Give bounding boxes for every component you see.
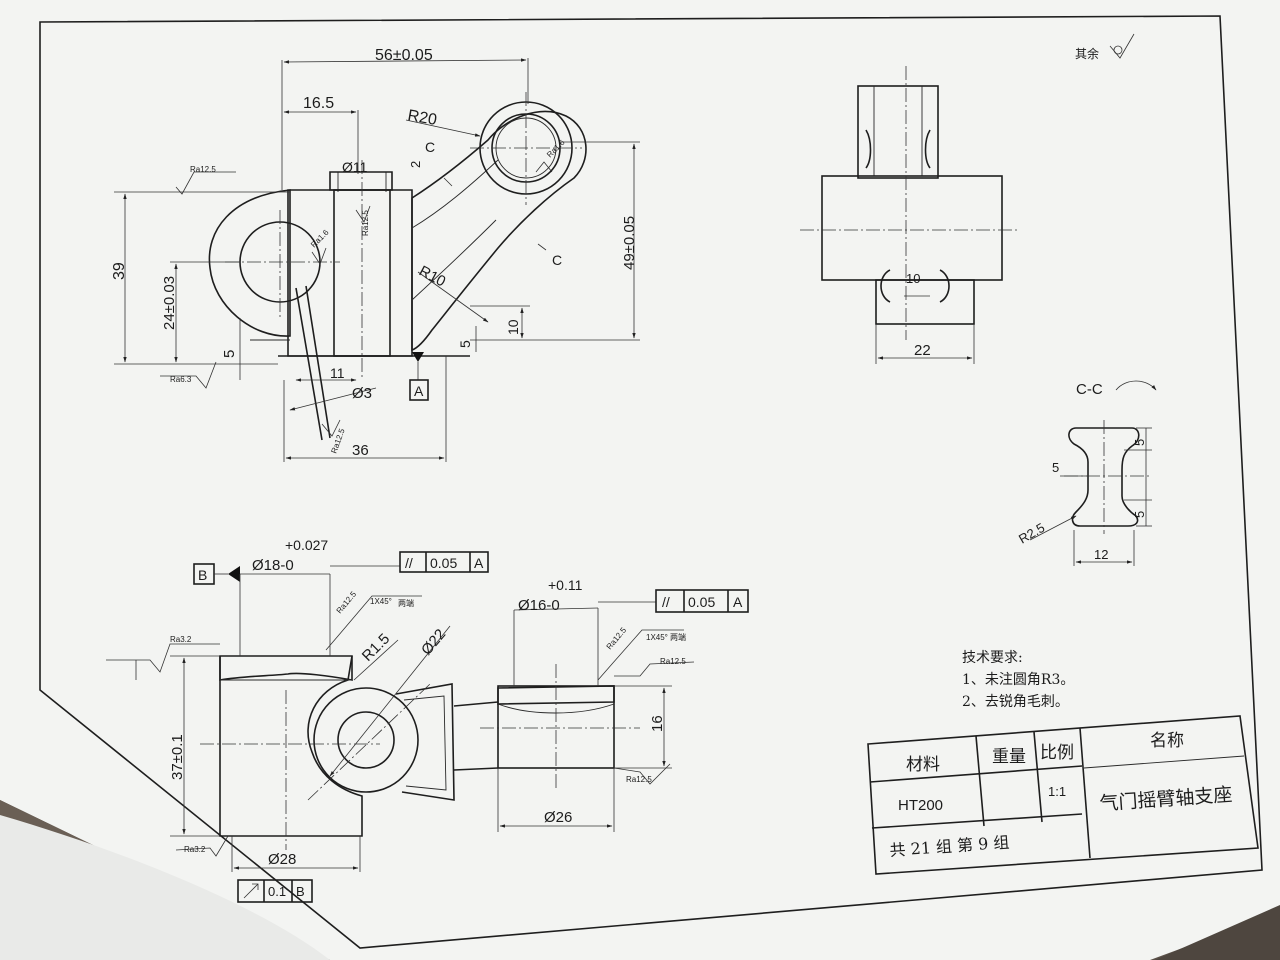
title-scale: 1:1 xyxy=(1048,784,1066,799)
title-block: 材料 重量 比例 名称 HT200 1:1 气门摇臂轴支座 共 21 组 第 9… xyxy=(867,715,1259,875)
parallel-symbol-2: // xyxy=(662,594,670,610)
parallel-ref-2: A xyxy=(733,594,743,610)
dim-phi26: Ø26 xyxy=(544,809,572,826)
dim-39: 39 xyxy=(111,262,128,280)
chamfer-right: 1X45° xyxy=(646,633,668,642)
dim-phi28: Ø28 xyxy=(268,851,296,868)
dim-10: 10 xyxy=(505,319,521,335)
both-ends-left: 两端 xyxy=(398,598,414,608)
section-title: C-C xyxy=(1076,381,1103,398)
rough-other-label: 其余 xyxy=(1075,46,1099,61)
rough-bottom-right-bottom: Ra12.5 xyxy=(626,775,652,784)
notes-line-1: 1、未注圆角R3。 xyxy=(962,672,1074,688)
dim-phi16: Ø16-0 xyxy=(518,597,560,614)
dim-24: 24±0.03 xyxy=(161,276,178,330)
title-name-header: 名称 xyxy=(1150,731,1184,751)
parallel-value-1: 0.05 xyxy=(430,555,457,571)
tol-phi18: +0.027 xyxy=(285,537,328,553)
dim-phi3: Ø3 xyxy=(352,385,372,402)
datum-b: B xyxy=(198,567,207,583)
dim-11: 11 xyxy=(330,365,345,381)
dim-36: 36 xyxy=(352,442,369,459)
rough-front-bottom: Ra6.3 xyxy=(170,375,192,384)
section-dim-12: 12 xyxy=(1094,547,1108,562)
bottom-view: B Ø18-0 +0.027 // 0.05 A 1X45° 两端 Ra12.5… xyxy=(106,537,749,903)
dim-16: 16 xyxy=(649,715,666,732)
chamfer-left: 1X45° xyxy=(370,597,392,606)
dim-56: 56±0.05 xyxy=(375,47,433,64)
title-weight-header: 重量 xyxy=(992,747,1026,767)
rough-front-bore: Ra12.5 xyxy=(361,210,370,236)
runout-ref: B xyxy=(296,884,305,899)
runout-value: 0.1 xyxy=(268,884,286,899)
section-dim-5-top: 5 xyxy=(1132,439,1147,446)
notes-line-2: 2、去锐角毛刺。 xyxy=(962,694,1069,710)
dim-2: 2 xyxy=(408,161,423,168)
section-dim-5-bottom: 5 xyxy=(1132,511,1147,518)
parallel-value-2: 0.05 xyxy=(688,594,715,610)
dim-phi18: Ø18-0 xyxy=(252,557,294,574)
datum-a: A xyxy=(414,383,424,399)
dim-16-5: 16.5 xyxy=(303,95,334,112)
notes-title: 技术要求: xyxy=(962,650,1023,666)
dim-r20: R20 xyxy=(406,107,438,129)
section-cc: C-C 5 5 5 R2.5 12 xyxy=(1016,380,1157,566)
rough-bottom-left-bottom: Ra3.2 xyxy=(184,845,206,854)
side-view: 10 22 xyxy=(800,66,1020,364)
parallel-symbol-1: // xyxy=(405,555,413,571)
section-dim-5-mid: 5 xyxy=(1052,460,1059,475)
section-mark-c2: C xyxy=(552,252,562,268)
title-material-header: 材料 xyxy=(906,755,940,775)
side-dim-22: 22 xyxy=(914,342,931,359)
rough-bottom-left-top: Ra3.2 xyxy=(170,635,192,644)
technical-notes: 技术要求: 1、未注圆角R3。 2、去锐角毛刺。 xyxy=(962,650,1074,710)
parallel-ref-1: A xyxy=(474,555,484,571)
dim-5-left: 5 xyxy=(221,350,238,358)
title-scale-header: 比例 xyxy=(1040,743,1074,763)
drawing-border xyxy=(39,15,1263,949)
section-mark-c1: C xyxy=(425,139,435,155)
rough-bottom-right-top: Ra12.5 xyxy=(660,657,686,666)
title-material: HT200 xyxy=(898,797,943,814)
dim-phi11: Ø11 xyxy=(342,159,368,175)
front-view: 56±0.05 16.5 R20 Ø11 C 2 C R10 39 24±0.0… xyxy=(111,47,640,462)
dim-37: 37±0.1 xyxy=(169,734,186,780)
rough-front-top: Ra12.5 xyxy=(190,165,216,174)
tol-phi16: +0.11 xyxy=(548,577,583,593)
dim-49: 49±0.05 xyxy=(621,216,638,270)
side-dim-10: 10 xyxy=(906,271,920,286)
both-ends-right: 两端 xyxy=(670,632,686,642)
dim-5-right: 5 xyxy=(457,340,473,348)
